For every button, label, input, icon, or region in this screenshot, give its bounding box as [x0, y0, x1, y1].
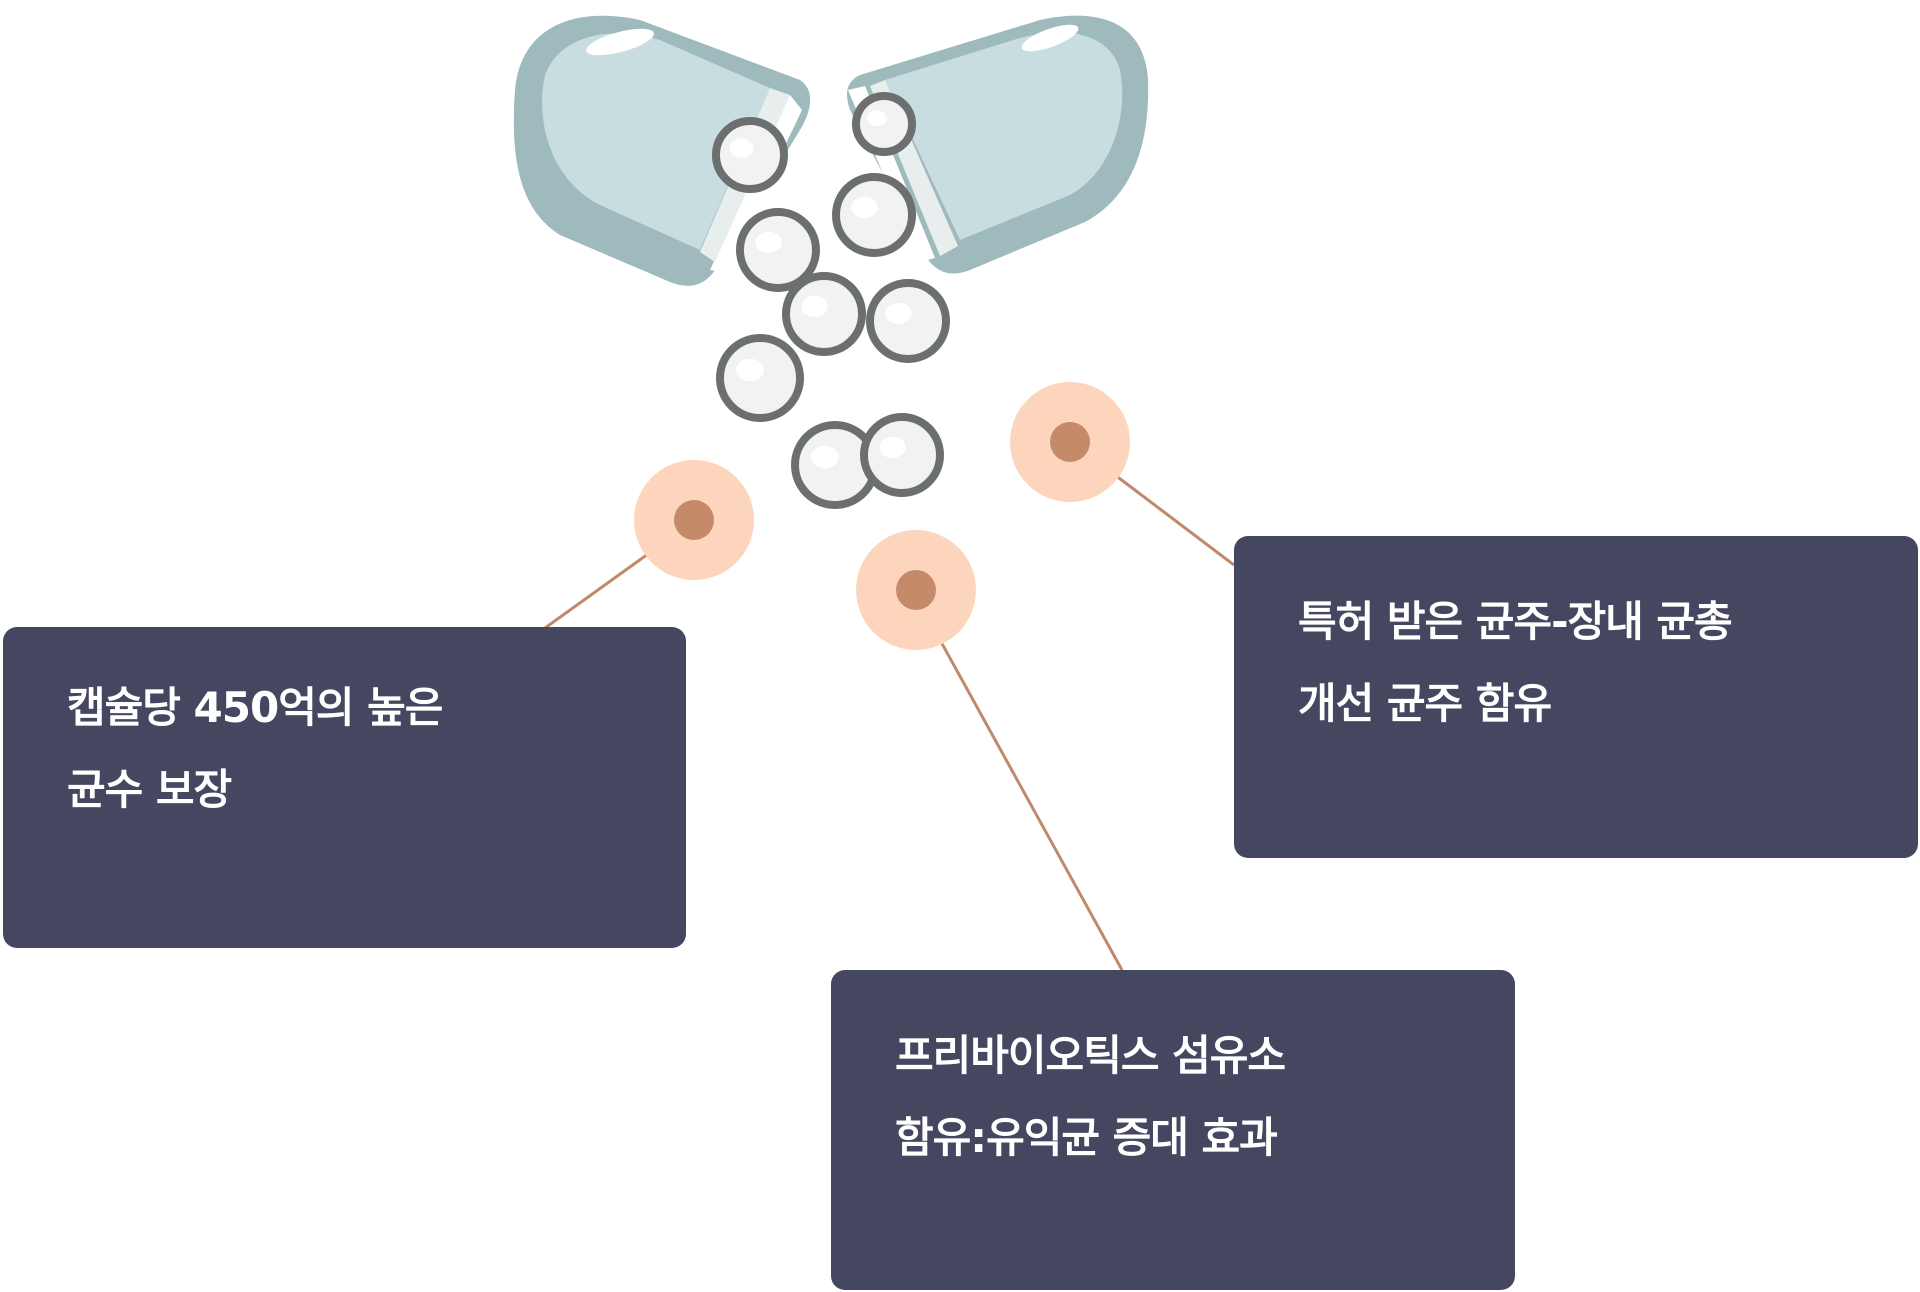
probiotic-bead-icon — [712, 117, 788, 193]
probiotic-bead-icon — [860, 413, 944, 497]
callout-card-prebiotic-fiber: 프리바이오틱스 섬유소 함유:유익균 증대 효과 — [831, 970, 1515, 1290]
callout-card-patented-strain: 특허 받은 균주-장내 균총 개선 균주 함유 — [1234, 536, 1918, 858]
probiotic-bead-icon — [852, 92, 916, 156]
connector-line-right — [1114, 473, 1235, 567]
callout-card-cell-count-line2: 균수 보장 — [67, 765, 232, 814]
probiotic-bead-icon — [866, 279, 950, 363]
connector-line-left — [544, 552, 649, 630]
callout-card-cell-count: 캡슐당 450억의 높은 균수 보장 — [3, 627, 686, 948]
callout-card-prebiotic-fiber-line2: 함유:유익균 증대 효과 — [895, 1113, 1278, 1162]
probiotic-bead-icon — [782, 272, 866, 356]
probiotic-bead-icon — [736, 208, 820, 292]
callout-card-patented-strain-line1: 특허 받은 균주-장내 균총 — [1298, 597, 1733, 646]
connector-line-bottom — [938, 639, 1124, 971]
probiotic-bead-icon — [832, 173, 916, 257]
callout-marker-right-icon — [1010, 382, 1130, 502]
callout-marker-bottom-icon — [856, 530, 976, 650]
callout-card-patented-strain-line2: 개선 균주 함유 — [1298, 679, 1552, 728]
callout-marker-left-icon — [634, 460, 754, 580]
probiotic-bead-icon — [716, 334, 804, 422]
callout-card-cell-count-line1: 캡슐당 450억의 높은 — [67, 683, 443, 732]
callout-card-prebiotic-fiber-line1: 프리바이오틱스 섬유소 — [895, 1031, 1286, 1080]
